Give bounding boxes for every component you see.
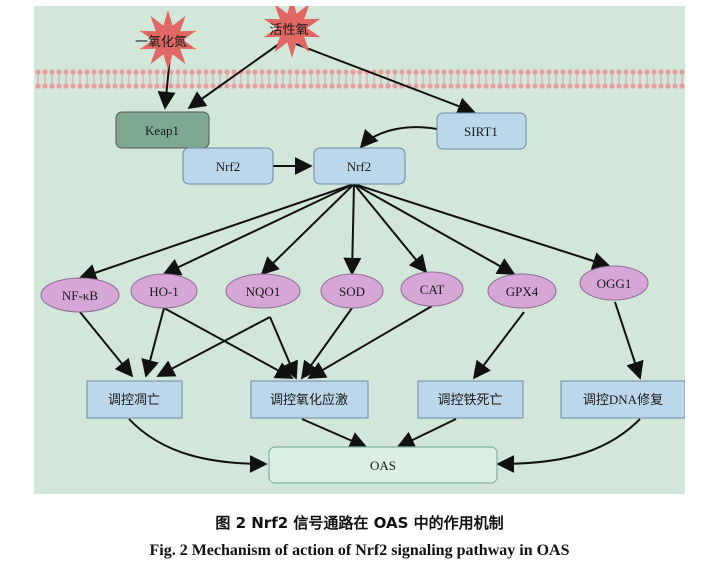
nrf2-left-label: Nrf2 bbox=[216, 159, 241, 174]
figure-caption-zh: 图 2 Nrf2 信号通路在 OAS 中的作用机制 bbox=[215, 514, 504, 532]
arrow-nrf2-to-ho1 bbox=[162, 183, 355, 276]
nrf2-left-box: Nrf2 bbox=[182, 147, 274, 185]
arrow-ho1-to-apoptosis bbox=[141, 307, 165, 378]
gpx4-node: GPX4 bbox=[487, 273, 557, 309]
ferroptosis-label: 调控铁死亡 bbox=[437, 392, 502, 407]
arrow-ros-to-keap1 bbox=[187, 43, 280, 110]
arrow-nrf2-to-gpx4 bbox=[353, 183, 516, 275]
cell-membrane bbox=[35, 69, 685, 89]
arrow-apoptosis-to-oas bbox=[128, 418, 268, 473]
gpx4-label: GPX4 bbox=[506, 284, 539, 299]
dna-repair-label: 调控DNA修复 bbox=[583, 392, 663, 407]
arrow-dna-to-oas bbox=[496, 418, 641, 473]
arrow-nrf2-to-nfkb bbox=[78, 183, 355, 282]
oas-label: OAS bbox=[370, 458, 396, 473]
nitric-oxide-star: 一氧化氮 bbox=[135, 10, 197, 70]
oxidative-stress-label: 调控氧化应激 bbox=[270, 392, 348, 407]
ogg1-node: OGG1 bbox=[579, 265, 649, 301]
sod-label: SOD bbox=[339, 284, 365, 299]
arrow-nqo1-to-oxidative bbox=[269, 316, 298, 380]
ho1-node: HO-1 bbox=[130, 273, 198, 309]
nqo1-label: NQO1 bbox=[246, 284, 281, 299]
arrow-sirt1-to-nrf2 bbox=[359, 126, 438, 149]
arrow-ho1-to-oxidative bbox=[163, 307, 294, 379]
ho1-label: HO-1 bbox=[149, 284, 179, 299]
oas-box: OAS bbox=[268, 446, 498, 484]
dna-repair-box: 调控DNA修复 bbox=[560, 380, 685, 419]
cat-label: CAT bbox=[420, 282, 445, 297]
ogg1-label: OGG1 bbox=[597, 276, 632, 291]
oxidative-stress-box: 调控氧化应激 bbox=[250, 380, 369, 419]
ros-label: 活性氧 bbox=[269, 22, 308, 37]
apoptosis-label: 调控凋亡 bbox=[108, 392, 160, 407]
nrf2-center-box: Nrf2 bbox=[313, 147, 406, 185]
arrow-gpx4-to-ferroptosis bbox=[472, 311, 525, 380]
sirt1-label: SIRT1 bbox=[464, 124, 498, 139]
nfkb-node: NF-κB bbox=[40, 277, 120, 313]
arrow-nrf2-to-nqo1 bbox=[260, 183, 355, 276]
arrow-cat-to-oxidative bbox=[307, 305, 433, 379]
arrow-ferroptosis-to-oas bbox=[396, 418, 457, 449]
keap1-box: Keap1 bbox=[115, 111, 210, 149]
nqo1-node: NQO1 bbox=[225, 273, 301, 309]
nfkb-label: NF-κB bbox=[62, 288, 98, 303]
keap1-label: Keap1 bbox=[145, 123, 179, 138]
figure-caption-en: Fig. 2 Mechanism of action of Nrf2 signa… bbox=[149, 542, 570, 559]
arrow-oxidative-to-oas bbox=[301, 418, 368, 449]
sirt1-box: SIRT1 bbox=[436, 112, 527, 150]
arrow-ros-to-sirt1 bbox=[295, 43, 476, 115]
arrow-nqo1-to-apoptosis bbox=[156, 316, 271, 377]
ferroptosis-box: 调控铁死亡 bbox=[417, 380, 524, 419]
nrf2-center-label: Nrf2 bbox=[347, 159, 372, 174]
cat-node: CAT bbox=[400, 271, 464, 307]
nitric-oxide-label: 一氧化氮 bbox=[135, 34, 187, 49]
arrow-nrf2-to-cat bbox=[353, 183, 428, 274]
arrows bbox=[78, 43, 644, 473]
ros-star: 活性氧 bbox=[263, 6, 321, 58]
pathway-diagram: 一氧化氮 活性氧 Keap1 SIRT1 Nrf2 Nrf2 NF-κB HO-… bbox=[34, 6, 685, 494]
sod-node: SOD bbox=[320, 273, 384, 309]
arrow-ogg1-to-dna bbox=[614, 301, 644, 380]
apoptosis-box: 调控凋亡 bbox=[86, 380, 183, 419]
arrow-nrf2-to-sod bbox=[343, 183, 362, 276]
arrow-nrf2-to-ogg1 bbox=[353, 183, 611, 270]
arrow-nfkb-to-apoptosis bbox=[79, 311, 134, 378]
